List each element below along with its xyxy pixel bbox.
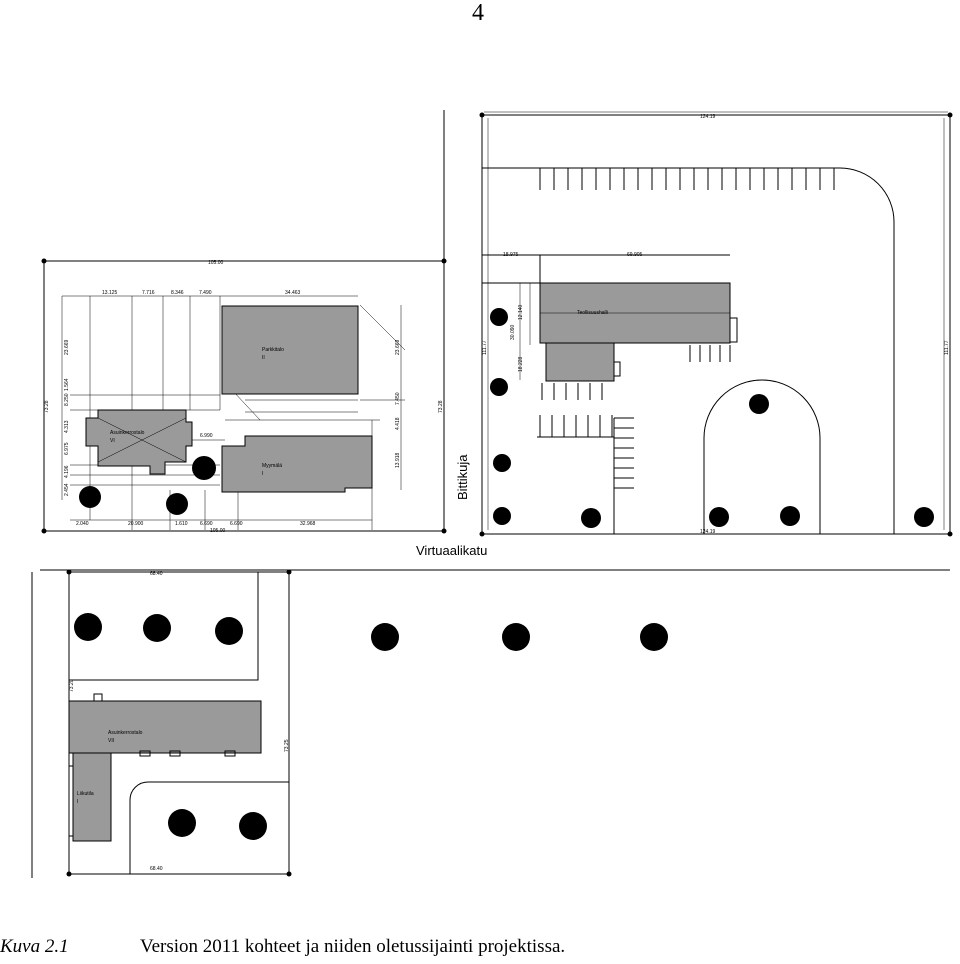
building-residential-sw (68, 700, 262, 754)
tree-icon (74, 613, 102, 641)
svg-text:Teollisuushalli: Teollisuushalli (577, 310, 608, 316)
svg-text:6.690: 6.690 (230, 521, 243, 527)
svg-text:1.610: 1.610 (175, 521, 188, 527)
svg-text:II: II (262, 355, 265, 361)
parking-stalls-middle (539, 383, 613, 437)
tree-icon (192, 456, 216, 480)
tree-icon (79, 486, 101, 508)
svg-text:23.669: 23.669 (395, 339, 401, 355)
svg-text:111.77: 111.77 (944, 340, 950, 355)
svg-text:32.968: 32.968 (300, 521, 316, 527)
svg-text:124.19: 124.19 (700, 529, 716, 535)
svg-text:73.28: 73.28 (438, 400, 444, 413)
tree-icon (493, 507, 511, 525)
building-shop-sw (72, 752, 112, 842)
svg-text:6.990: 6.990 (200, 433, 213, 439)
svg-text:Liikutila: Liikutila (77, 791, 94, 797)
svg-text:Asuinkerrostalo: Asuinkerrostalo (110, 430, 145, 436)
svg-text:18.228: 18.228 (518, 356, 524, 372)
street-label-side: Bittikuja (455, 454, 470, 500)
svg-text:8.250: 8.250 (64, 393, 70, 406)
svg-text:6.975: 6.975 (64, 442, 70, 455)
tree-icon (493, 454, 511, 472)
building-hall-annex (545, 342, 615, 382)
svg-text:Asuinkerrostalo: Asuinkerrostalo (108, 730, 143, 736)
building-residential-nw (85, 409, 193, 475)
figure-caption: Kuva 2.1 Version 2011 kohteet ja niiden o… (0, 936, 565, 958)
building-store (221, 435, 373, 493)
svg-text:I: I (262, 471, 263, 477)
svg-text:69.905: 69.905 (627, 252, 643, 258)
svg-text:8.346: 8.346 (171, 290, 184, 296)
svg-text:4.418: 4.418 (395, 417, 401, 430)
svg-text:Myymälä: Myymälä (262, 463, 282, 469)
tree-icon (709, 507, 729, 527)
svg-text:73.25: 73.25 (284, 739, 290, 752)
svg-text:I: I (77, 799, 78, 805)
svg-text:105.00: 105.00 (208, 260, 224, 266)
tree-icon (166, 493, 188, 515)
svg-text:2.040: 2.040 (76, 521, 89, 527)
svg-text:68.40: 68.40 (150, 571, 163, 577)
svg-text:23.669: 23.669 (64, 339, 70, 355)
plot-northeast: Teollisuushalli 124.19 124.19 111.77 111… (479, 111, 953, 537)
tree-icon (749, 394, 769, 414)
svg-text:30.090: 30.090 (510, 324, 516, 340)
plot-southwest: Asuinkerrostalo VII Liikutila I 68.40 68… (66, 569, 292, 877)
parking-stalls-east (689, 345, 731, 362)
svg-text:2.454: 2.454 (64, 483, 70, 496)
svg-text:VII: VII (108, 738, 114, 744)
tree-icon (780, 506, 800, 526)
svg-text:68.40: 68.40 (150, 866, 163, 872)
svg-text:VI: VI (110, 438, 115, 444)
svg-text:4.313: 4.313 (64, 420, 70, 433)
svg-text:13.125: 13.125 (102, 290, 118, 296)
svg-text:73.28: 73.28 (44, 400, 50, 413)
svg-text:4.196: 4.196 (64, 465, 70, 478)
figure-caption-text: Version 2011 kohteet ja niiden oletussij… (140, 936, 566, 957)
tree-icon (168, 809, 196, 837)
tree-icon (581, 508, 601, 528)
svg-text:124.19: 124.19 (700, 114, 716, 120)
page-number: 4 (472, 0, 484, 26)
building-parking (221, 305, 359, 395)
svg-text:13.918: 13.918 (395, 452, 401, 468)
tree-icon (215, 617, 243, 645)
svg-text:Parkkitalo: Parkkitalo (262, 347, 284, 353)
svg-text:7.450: 7.450 (395, 392, 401, 405)
svg-text:12.140: 12.140 (518, 304, 524, 320)
tree-icon (143, 614, 171, 642)
street-label-main: Virtuaalikatu (416, 543, 487, 558)
svg-text:18.975: 18.975 (503, 252, 519, 258)
tree-icon (640, 623, 668, 651)
tree-icons (74, 308, 934, 840)
parking-stalls-north (539, 168, 835, 190)
tree-icon (502, 623, 530, 651)
svg-text:1.564: 1.564 (64, 378, 70, 391)
tree-icon (490, 378, 508, 396)
svg-text:73.20: 73.20 (69, 679, 75, 692)
tree-icon (914, 507, 934, 527)
svg-text:20.900: 20.900 (128, 521, 144, 527)
svg-text:7.490: 7.490 (199, 290, 212, 296)
tree-icon (490, 308, 508, 326)
parking-stalls-side (614, 417, 634, 489)
tree-icon (371, 623, 399, 651)
plot-northwest: Parkkitalo II Myymälä I Asuinkerrostalo … (41, 258, 447, 534)
tree-icon (239, 812, 267, 840)
svg-text:111.77: 111.77 (482, 340, 488, 355)
svg-text:34.463: 34.463 (285, 290, 301, 296)
svg-text:105.00: 105.00 (210, 528, 226, 534)
svg-text:6.690: 6.690 (200, 521, 213, 527)
svg-text:7.716: 7.716 (142, 290, 155, 296)
figure-label: Kuva 2.1 (0, 936, 69, 957)
site-plan-drawing: Virtuaalikatu Bittikuja Parkkita (31, 110, 953, 878)
